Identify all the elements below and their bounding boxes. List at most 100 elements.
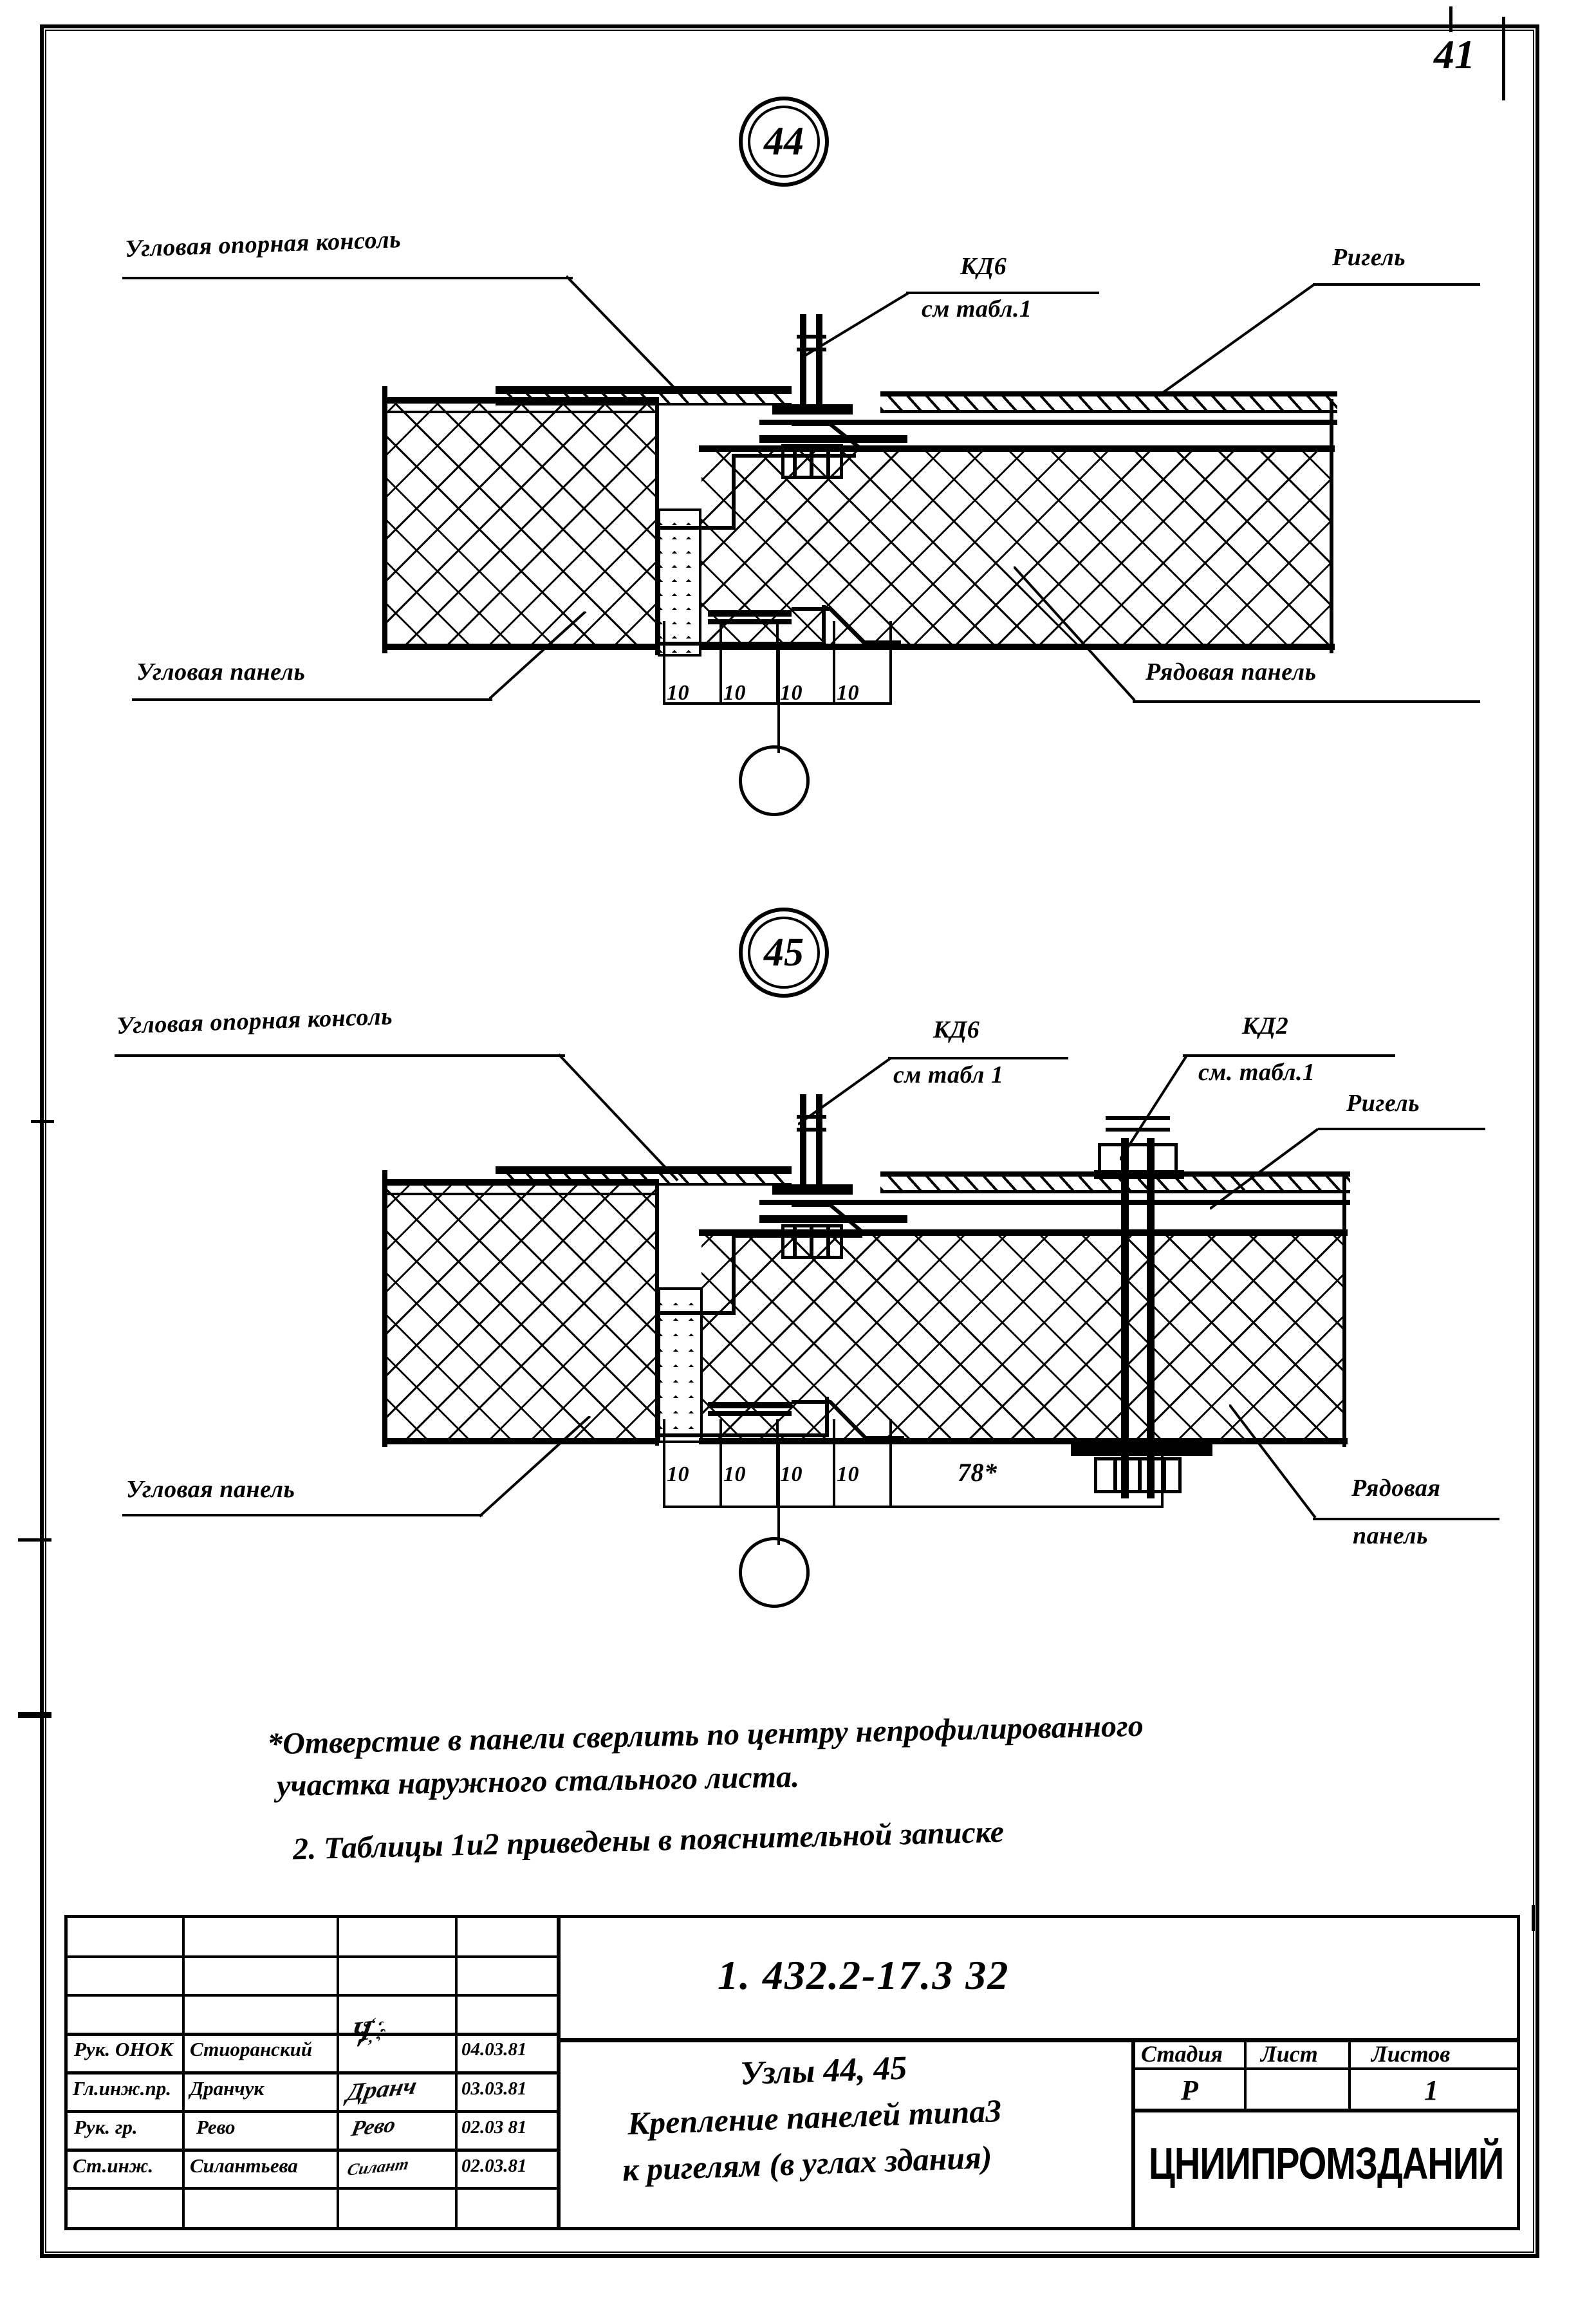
edge-tick-left-1	[31, 1120, 54, 1123]
tb-title-line1: Узлы 44, 45	[739, 2049, 908, 2093]
label-corner-panel-45: Угловая панель	[126, 1476, 295, 1503]
leader-line-rigel-45	[1210, 1128, 1319, 1210]
label-row-panel-45-line2: панель	[1353, 1522, 1429, 1549]
row-panel-top-sheet-45	[699, 1229, 1348, 1236]
tb-drawing-number: 1. 432.2-17.3 32	[718, 1952, 1010, 1998]
row-panel-body-45	[701, 1235, 1345, 1442]
row-panel-right-edge-45	[1342, 1177, 1346, 1447]
kdb-stud-thread-1-44	[797, 335, 826, 339]
kdb-stud-right-44	[816, 314, 822, 404]
dimension-44-4: 10	[837, 681, 859, 705]
kd2-bolt-shank-right	[1147, 1138, 1155, 1498]
leader-row-panel-45	[1313, 1518, 1499, 1520]
bracket-angle-profile-45	[660, 1234, 862, 1437]
tb-sign-3: Силант	[346, 2154, 411, 2179]
leader-corner-bracket-44	[122, 277, 573, 279]
label-row-panel-45-line1: Рядовая	[1351, 1475, 1441, 1502]
center-mark-circle-44	[739, 745, 810, 816]
panel-step-bottom-44	[792, 607, 901, 644]
edge-tick-right	[1502, 17, 1505, 100]
tb-date-3: 02.03.81	[461, 2156, 527, 2176]
row-panel-top-sheet-44	[699, 445, 1335, 452]
leader-corner-panel-44	[132, 698, 492, 701]
tb-stage-hline-1	[1135, 2067, 1519, 2070]
rigel-flange-hatch-44	[880, 396, 1337, 413]
kd2-bolt-shank-left	[1121, 1138, 1129, 1498]
label-corner-panel-44: Угловая панель	[136, 658, 306, 685]
kdb-nut-line-1-44	[793, 444, 797, 479]
tb-vline-4	[557, 1918, 561, 2227]
node-bubble-45-label: 45	[764, 930, 804, 974]
kdb-stud-left-45	[800, 1094, 806, 1184]
tb-stage-header-2: Листов	[1371, 2041, 1451, 2067]
center-line-44	[777, 650, 780, 753]
kdb-stud-thread-2-45	[797, 1128, 826, 1132]
tb-hline-7	[68, 2187, 558, 2190]
tb-role-0: Рук. ОНОК	[74, 2038, 173, 2060]
bracket-bottom-plate2-45	[708, 1411, 792, 1416]
rigel-top-flange-44	[880, 391, 1337, 396]
label-kdb-45: КД6	[933, 1016, 980, 1043]
edge-tick-left-2	[18, 1538, 51, 1542]
panel-joint-seam-45	[655, 1179, 659, 1446]
kd2-bolt-thread-1	[1106, 1116, 1170, 1120]
kdb-stud-thread-2-44	[797, 348, 826, 351]
kd2-nut-top	[1098, 1143, 1178, 1174]
leader-corner-bracket-45	[115, 1054, 565, 1057]
tb-stage-hline-2	[1135, 2109, 1519, 2112]
kdb-washer-lower-45	[759, 1215, 907, 1223]
corner-panel-left-edge-44	[382, 386, 387, 653]
kdb-nut-line-2-45	[810, 1224, 813, 1259]
tb-name-3: Силантьева	[190, 2154, 298, 2177]
dimension-45-1: 10	[667, 1462, 689, 1486]
edge-tick-left-3	[18, 1712, 51, 1718]
corner-panel-body-44	[386, 402, 656, 647]
dimension-45-4: 10	[837, 1462, 859, 1486]
row-panel-bottom-sheet-45	[699, 1438, 1348, 1444]
tb-date-0: 04.03.81	[461, 2039, 527, 2060]
tb-role-2: Рук. гр.	[74, 2116, 138, 2138]
kd2-nut-bottom-line-2	[1138, 1457, 1142, 1493]
label-kdb-ref-44: см табл.1	[922, 295, 1032, 322]
tb-hline-3	[68, 2033, 558, 2036]
corner-panel-bottom-sheet-44	[384, 644, 659, 650]
kdb-stud-right-45	[816, 1094, 822, 1184]
tb-date-1: 03.03.81	[461, 2078, 527, 2099]
dimension-45-3: 10	[780, 1462, 803, 1486]
tb-title-line3: к ригелям (в углах здания)	[622, 2138, 993, 2188]
panel-step-bottom-45	[792, 1400, 904, 1440]
tb-main-divider	[557, 2038, 1519, 2042]
leader-line-corner-bracket-44	[566, 275, 683, 397]
kdb-washer-upper-45	[772, 1184, 853, 1195]
tb-hline-6	[68, 2149, 558, 2152]
node-bubble-44-label: 44	[764, 119, 804, 163]
kd2-nut-bottom-line-1	[1113, 1457, 1117, 1493]
label-rigel-44: Ригель	[1332, 244, 1406, 271]
center-mark-circle-45	[739, 1537, 810, 1608]
tb-stage-header-1: Лист	[1261, 2041, 1318, 2067]
corner-panel-inner-line-45	[386, 1193, 656, 1195]
tb-hline-4	[68, 2071, 558, 2075]
kd2-bolt-thread-2	[1106, 1128, 1170, 1132]
node-bubble-44-inner-ring	[748, 106, 820, 178]
dimension-45-2: 10	[723, 1462, 746, 1486]
label-row-panel-44: Рядовая панель	[1146, 658, 1317, 685]
rigel-web-line-45	[759, 1200, 1350, 1205]
row-panel-right-edge-44	[1330, 399, 1333, 653]
tb-stage-value-0: Р	[1181, 2075, 1198, 2106]
tb-role-1: Гл.инж.пр.	[73, 2077, 171, 2100]
row-panel-body-44	[701, 451, 1332, 647]
dimension-44-1: 10	[667, 681, 689, 705]
center-line-45	[777, 1442, 780, 1545]
corner-panel-left-edge-45	[382, 1170, 387, 1447]
label-rigel-45: Ригель	[1346, 1090, 1420, 1117]
edge-tick-top	[1449, 6, 1452, 32]
kdb-washer-upper-44	[772, 404, 853, 415]
tb-stage-vline-1	[1244, 2038, 1247, 2112]
tb-sign-1: Дранч	[344, 2072, 420, 2107]
kd2-washer-top	[1094, 1170, 1184, 1179]
leader-kdb-45	[888, 1057, 1068, 1059]
dimension-44-2: 10	[723, 681, 746, 705]
dimension-45-78: 78*	[958, 1458, 998, 1487]
corner-panel-body-45	[386, 1184, 656, 1442]
